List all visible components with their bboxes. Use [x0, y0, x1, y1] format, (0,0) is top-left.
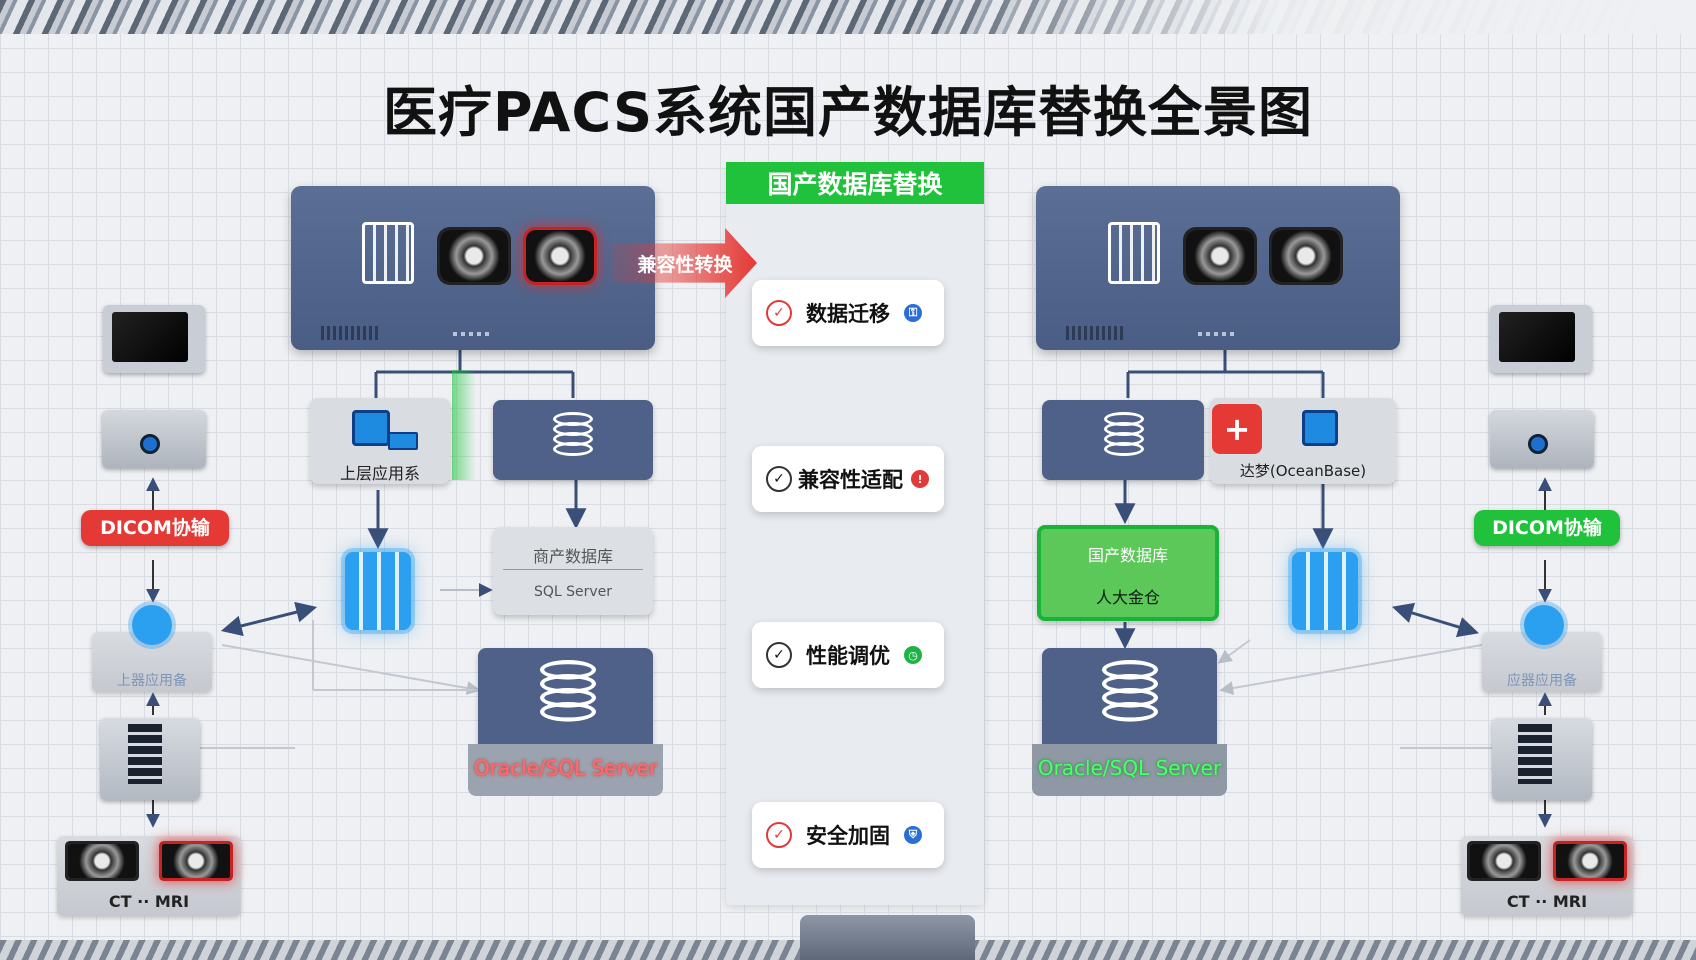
gateway-label-right: 应器应用备	[1507, 673, 1577, 689]
commercial-db-box	[493, 527, 653, 615]
monitor-app-icon	[352, 410, 390, 446]
building-icon	[362, 222, 414, 284]
database-icon	[1102, 660, 1158, 730]
scanner-lens-icon	[526, 230, 594, 282]
alert-icon: !	[911, 470, 929, 488]
network-switch-icon-left	[345, 552, 411, 630]
step-card-security[interactable]: ✓ 安全加固 ⛨	[752, 802, 944, 868]
commercial-db-line1: 商产数据库	[532, 547, 613, 566]
step-card-data-migration[interactable]: ✓ 数据迁移 ⚿	[752, 280, 944, 346]
compat-convert-label: 兼容性转换	[637, 254, 733, 276]
scanner-lens-icon	[1186, 230, 1254, 282]
dicom-label-left: DICOM协输	[81, 510, 229, 546]
workstation-screen	[112, 312, 188, 362]
check-icon: ✓	[766, 642, 792, 668]
step-card-perf[interactable]: ✓ 性能调优 ◷	[752, 622, 944, 688]
step-label: 兼容性适配	[798, 468, 903, 492]
domestic-db-line1: 国产数据库	[1087, 546, 1168, 565]
page-title: 医疗PACS系统国产数据库替换全景图	[383, 81, 1313, 144]
legacy-main-db-label-bg	[468, 744, 663, 796]
bottom-center-device	[800, 915, 975, 960]
building-icon	[1108, 222, 1160, 284]
printer-lens	[140, 434, 160, 454]
new-main-db-label: Oracle/SQL Server	[1037, 756, 1222, 780]
database-icon	[540, 660, 596, 730]
mri-image-icon	[1556, 844, 1624, 878]
upper-app-label: 上层应用系	[339, 464, 420, 483]
gauge-icon: ◷	[904, 646, 922, 664]
green-glow	[452, 370, 476, 480]
step-label: 数据迁移	[806, 302, 890, 326]
workstation-screen	[1499, 312, 1575, 362]
modalities-label-right: CT ·· MRI	[1506, 892, 1588, 911]
laptop-icon	[388, 432, 418, 450]
new-main-db-label-bg	[1032, 744, 1227, 796]
step-label: 安全加固	[806, 824, 890, 848]
modalities-label-left: CT ·· MRI	[108, 892, 190, 911]
gateway-globe-icon	[132, 605, 172, 645]
center-panel	[726, 165, 984, 905]
database-icon	[1104, 412, 1144, 462]
scanner-lens-icon	[440, 230, 508, 282]
gateway-globe-icon	[1524, 605, 1564, 645]
ct-image-icon	[1470, 844, 1538, 878]
printer-lens	[1528, 434, 1548, 454]
network-switch-icon-right	[1292, 552, 1358, 630]
dicom-label-right: DICOM协输	[1474, 510, 1620, 546]
step-label: 性能调优	[806, 644, 890, 668]
vendor-logo-icon: +	[1212, 404, 1262, 454]
server-rack	[1518, 724, 1552, 784]
center-header: 国产数据库替换	[726, 162, 984, 204]
check-icon: ✓	[766, 822, 792, 848]
ct-image-icon	[68, 844, 136, 878]
monitor-app-icon	[1302, 410, 1338, 446]
domestic-db-box	[1037, 525, 1219, 621]
shield-icon: ⛨	[904, 826, 922, 844]
server-rack	[128, 724, 162, 784]
gateway-label-left: 上器应用备	[117, 673, 187, 689]
check-icon: ✓	[766, 300, 792, 326]
vendor-label: 达梦(OceanBase)	[1239, 462, 1367, 480]
step-card-compat[interactable]: ✓ 兼容性适配 !	[752, 446, 944, 512]
commercial-db-line2: SQL Server	[533, 584, 613, 600]
top-decor-fade	[0, 0, 1696, 34]
domestic-db-line2: 人大金仓	[1095, 588, 1160, 607]
legacy-main-db-label: Oracle/SQL Server	[473, 756, 658, 780]
person-lock-icon: ⚿	[904, 304, 922, 322]
scanner-lens-icon	[1272, 230, 1340, 282]
database-icon	[553, 412, 593, 462]
commercial-db-divider	[503, 569, 643, 570]
mri-image-icon	[162, 844, 230, 878]
check-icon: ✓	[766, 466, 792, 492]
